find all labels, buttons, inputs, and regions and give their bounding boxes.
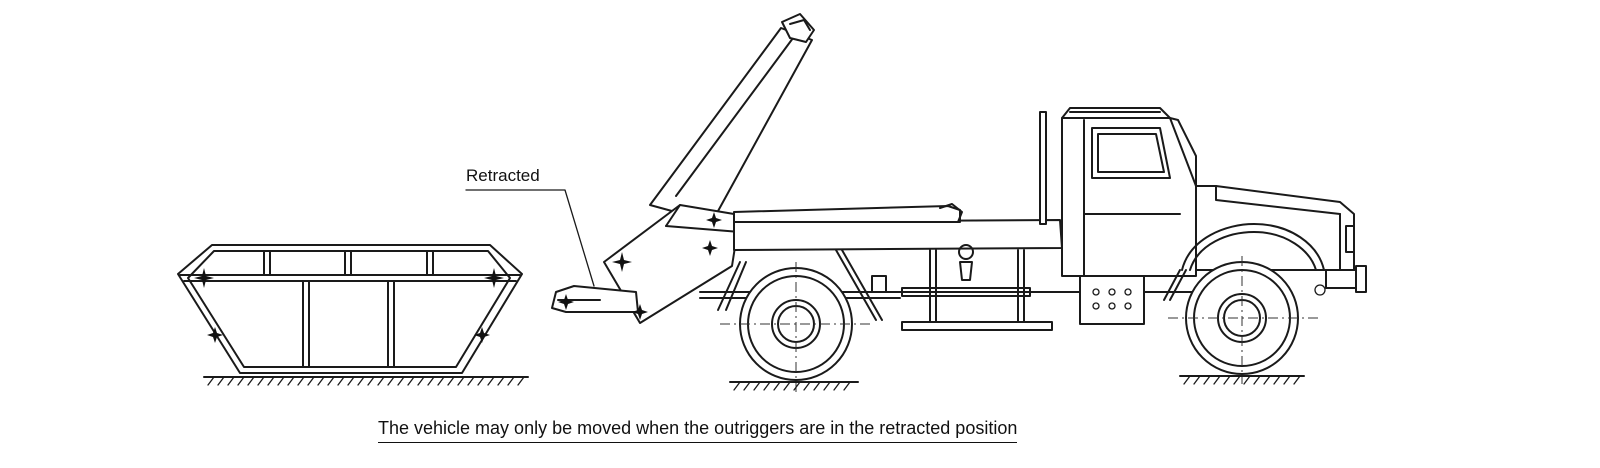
- ground-front-wheel: [1179, 375, 1305, 385]
- ground-rear-wheel: [729, 381, 859, 391]
- truck: [699, 107, 1367, 331]
- retracted-callout-label: Retracted: [466, 166, 540, 185]
- ground-skip: [203, 376, 529, 386]
- retracted-leader: [465, 189, 595, 287]
- skip-container: [177, 244, 523, 374]
- lifting-arm: [551, 13, 815, 324]
- diagram-caption: The vehicle may only be moved when the o…: [378, 418, 1018, 443]
- rear-wheel: [720, 262, 874, 392]
- front-wheel: [1168, 256, 1320, 384]
